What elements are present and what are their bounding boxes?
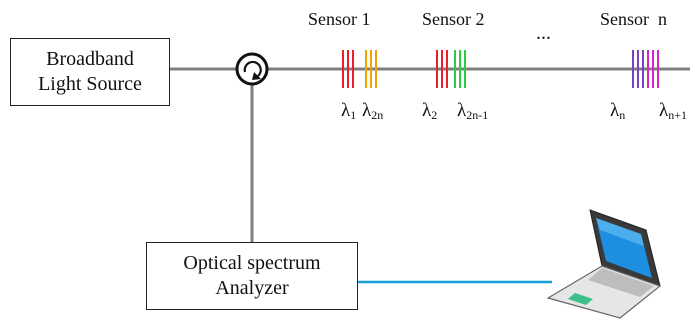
ellipsis-label: ... (536, 22, 551, 44)
laptop-icon (546, 209, 662, 319)
sensor-2-label: Sensor 2 (422, 9, 485, 29)
source-line2: Light Source (38, 73, 142, 95)
source-line1: Broadband (46, 48, 134, 70)
wavelength-label-2n: λ2n (362, 100, 384, 122)
sensor-n-label: Sensor n (600, 9, 667, 29)
broadband-light-source-box: Broadband Light Source (10, 38, 170, 106)
sensor-2-grating (436, 50, 466, 88)
wavelength-label-1: λ1 (341, 100, 357, 122)
sensor-1-label: Sensor 1 (308, 9, 371, 29)
analyzer-line2: Analyzer (215, 277, 289, 299)
wavelength-label-2n-1: λ2n-1 (457, 100, 489, 122)
sensor-n-grating (632, 50, 659, 88)
wavelength-label-2: λ2 (422, 100, 438, 122)
wavelength-label-n: λn (610, 100, 626, 122)
circulator-icon (235, 52, 269, 86)
wavelength-label-n-plus-1: λn+1 (659, 100, 687, 122)
optical-spectrum-analyzer-box: Optical spectrum Analyzer (146, 242, 358, 310)
analyzer-line1: Optical spectrum (183, 252, 321, 274)
sensor-1-grating (342, 50, 377, 88)
